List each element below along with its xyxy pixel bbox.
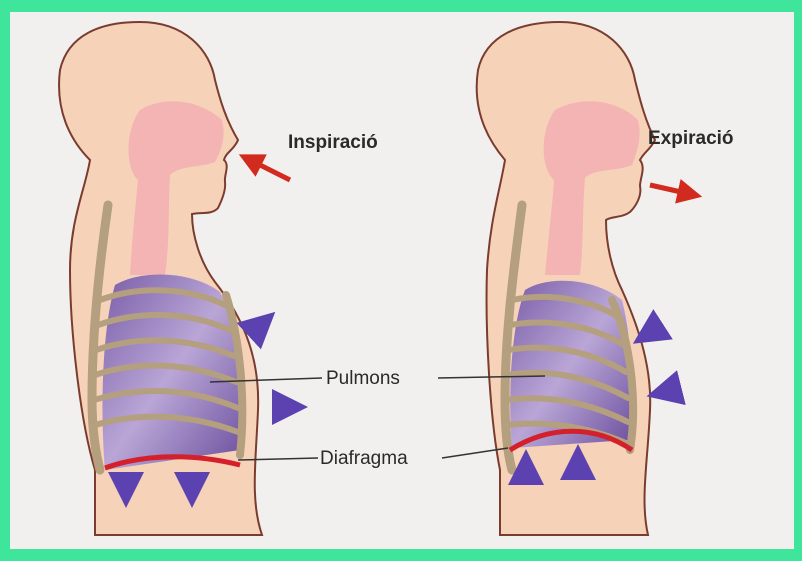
chest-out-arrow-1 <box>250 324 262 335</box>
lungs-label: Pulmons <box>326 368 400 389</box>
air-in-arrow <box>250 160 290 180</box>
diaphragm-label: Diafragma <box>320 448 408 469</box>
body-silhouette-right <box>477 22 655 535</box>
inspiration-label: Inspiració <box>288 132 378 153</box>
expiration-figure: Expiració <box>477 22 734 535</box>
expiration-label: Expiració <box>648 128 734 149</box>
chest-in-arrow-2 <box>664 388 680 392</box>
chest-in-arrow-1 <box>648 325 662 334</box>
air-out-arrow <box>650 185 690 194</box>
